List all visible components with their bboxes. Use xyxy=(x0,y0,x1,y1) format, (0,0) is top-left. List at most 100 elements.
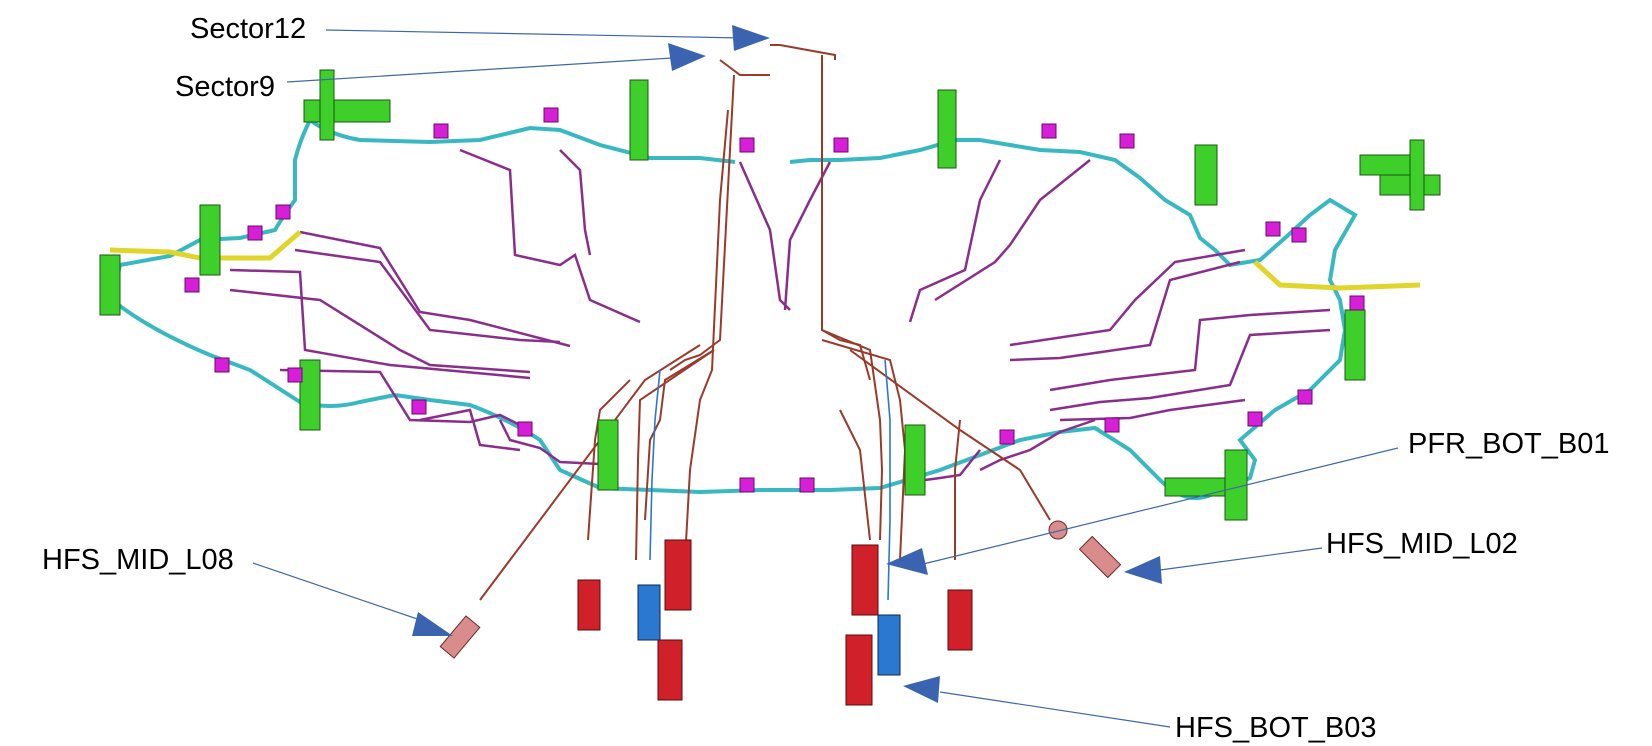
sensor-head xyxy=(184,277,200,293)
branch-pipe xyxy=(934,159,1091,302)
sensor-head xyxy=(433,123,449,139)
callout-lines xyxy=(252,29,1399,728)
arrowhead-hfs-mid-l08 xyxy=(412,612,453,636)
sensor-head xyxy=(287,367,303,383)
feedthrough-line xyxy=(821,329,884,541)
feedthrough-line-blue xyxy=(884,359,891,601)
yellow-gas-line-right xyxy=(1253,260,1421,291)
sensor-head xyxy=(411,399,427,415)
branch-pipe xyxy=(1009,260,1241,362)
blue-valve-assemblies xyxy=(637,584,901,676)
support-bracket xyxy=(629,79,649,161)
red-valve xyxy=(664,539,692,611)
feedthrough-lines xyxy=(479,44,1051,601)
support-bracket xyxy=(597,419,619,491)
sensor-head xyxy=(739,137,755,153)
label-hfs-mid-l08: HFS_MID_L08 xyxy=(42,544,234,576)
pink-valve xyxy=(1078,535,1122,579)
feedthrough-line xyxy=(954,419,961,560)
sensor-head xyxy=(247,225,263,241)
pink-valve xyxy=(439,615,481,659)
callout-line-hfs-mid-l08 xyxy=(252,562,433,625)
sensor-head xyxy=(1119,133,1135,149)
pink-valve-flange xyxy=(1048,520,1068,540)
support-bracket xyxy=(299,359,321,431)
branch-pipe xyxy=(1059,398,1246,422)
sensor-head xyxy=(1297,389,1313,405)
sensor-head xyxy=(517,421,533,437)
arrowhead-hfs-mid-l02 xyxy=(1124,556,1162,584)
feedthrough-line xyxy=(669,74,735,371)
arrowhead-sector12 xyxy=(732,25,770,51)
sensor-head xyxy=(275,204,291,220)
callout-line-sector12 xyxy=(325,29,743,39)
feedthrough-line xyxy=(849,349,1051,521)
branch-pipe xyxy=(229,268,531,380)
feedthrough-line xyxy=(635,349,715,561)
support-bracket xyxy=(319,69,335,141)
arrowhead-pfr-bot-b01 xyxy=(886,548,928,575)
label-hfs-mid-l02: HFS_MID_L02 xyxy=(1326,528,1518,560)
branch-pipes xyxy=(229,148,1331,484)
sensor-heads xyxy=(184,107,1365,493)
callout-arrowheads xyxy=(412,25,1162,703)
support-bracket xyxy=(904,424,926,496)
sensor-head xyxy=(1247,411,1263,427)
branch-pipe xyxy=(294,248,561,344)
support-bracket xyxy=(1409,139,1425,211)
branch-pipe xyxy=(559,149,592,256)
branch-pipe xyxy=(783,161,832,311)
red-valve xyxy=(577,579,601,631)
branch-pipe xyxy=(279,368,521,427)
support-bracket xyxy=(99,254,121,316)
branch-pipe xyxy=(229,288,531,374)
branch-pipe xyxy=(1009,248,1246,347)
arrowhead-sector9 xyxy=(668,43,706,71)
red-valve-assemblies xyxy=(577,539,973,706)
pink-valve-assemblies xyxy=(439,520,1122,659)
ring-pipe xyxy=(109,119,1358,500)
support-bracket xyxy=(303,99,391,123)
branch-pipe xyxy=(1049,308,1331,392)
sensor-head xyxy=(1291,227,1307,243)
sensor-head xyxy=(799,477,815,493)
sensor-head xyxy=(1265,221,1281,237)
callout-line-hfs-bot-b03 xyxy=(939,691,1171,728)
sensor-head xyxy=(214,357,230,373)
sensor-head xyxy=(999,429,1015,445)
feedthrough-line xyxy=(684,109,729,561)
feedthrough-line xyxy=(644,349,715,521)
callout-line-hfs-mid-l02 xyxy=(1159,547,1323,571)
branch-pipe xyxy=(979,418,1096,472)
blue-valve xyxy=(877,614,901,676)
branch-pipe xyxy=(908,159,1002,323)
callout-line-sector9 xyxy=(286,57,673,83)
feedthrough-line xyxy=(839,409,871,541)
ring-pipe-upper-left xyxy=(308,118,736,164)
label-sector12: Sector12 xyxy=(190,13,307,45)
branch-pipe xyxy=(419,408,521,452)
feedthrough-line xyxy=(479,344,701,601)
support-bracket xyxy=(1194,144,1218,206)
branch-pipe xyxy=(498,419,601,466)
arrowhead-hfs-bot-b03 xyxy=(903,676,940,703)
sensor-head xyxy=(833,137,849,153)
sensor-head xyxy=(1104,417,1120,433)
label-sector9: Sector9 xyxy=(175,71,275,103)
red-valve xyxy=(947,589,973,651)
branch-pipe xyxy=(459,148,641,324)
red-valve xyxy=(657,639,683,701)
support-bracket xyxy=(199,204,221,276)
feedthrough-line xyxy=(770,44,836,60)
sensor-head xyxy=(1041,123,1057,139)
red-valve xyxy=(845,634,873,706)
support-brackets xyxy=(99,69,1441,521)
branch-pipe xyxy=(738,161,791,311)
feedthrough-line xyxy=(719,59,770,76)
feedthrough-line xyxy=(821,55,871,381)
red-valve xyxy=(851,544,879,616)
callout-line-pfr-bot-b01 xyxy=(914,447,1399,567)
blue-valve xyxy=(637,584,661,641)
